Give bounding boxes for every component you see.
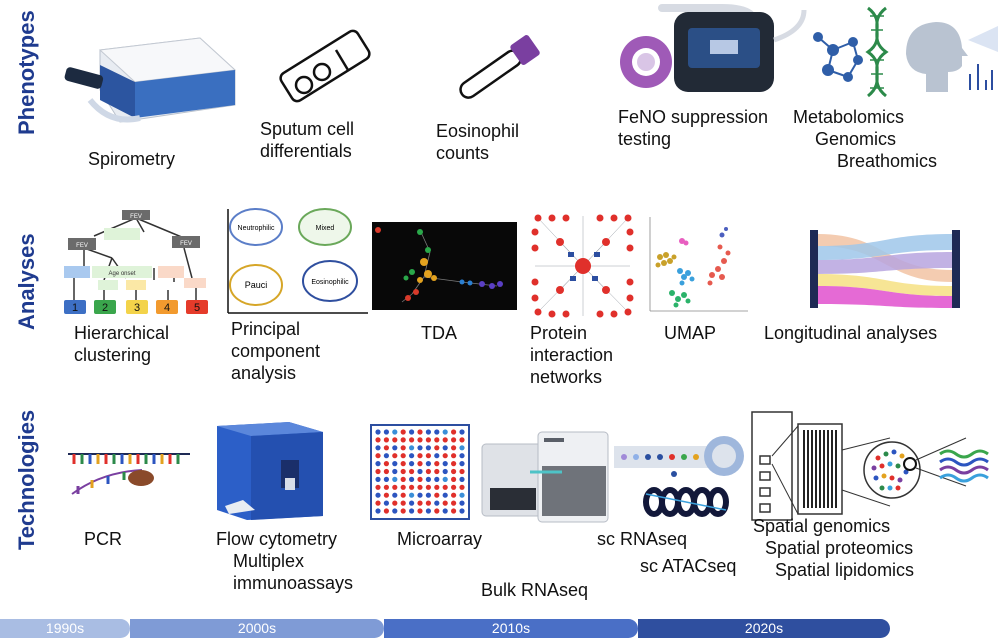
sc-rnaseq-label: sc RNAseq <box>597 529 688 549</box>
hier-leaf-4: 4 <box>164 302 170 314</box>
blood-tube-icon <box>459 35 540 99</box>
sc-atacseq-label: sc ATACseq <box>640 556 737 576</box>
pca-circle-mixed: Mixed <box>316 225 335 232</box>
timeline-2010s: 2010s <box>384 619 638 638</box>
timeline-2000s: 2000s <box>130 619 384 638</box>
timeline-1990s: 1990s <box>0 619 130 638</box>
spatial-omics-icon <box>751 411 989 521</box>
microarray-icon <box>370 424 470 520</box>
microarray-label: Microarray <box>397 529 483 549</box>
umap-label: UMAP <box>664 323 717 343</box>
pca-circle-eosinophilic: Eosinophilic <box>311 279 349 286</box>
hier-leaf-1: 1 <box>72 302 78 314</box>
pca-circle-neutrophilic: Neutrophilic <box>238 225 275 232</box>
spirometry-label: Spirometry <box>88 149 176 169</box>
pca-diagram: Neutrophilic Mixed Pauci Eosinophilic <box>227 208 368 314</box>
longitudinal-label: Longitudinal analyses <box>764 323 938 343</box>
row-label-technologies: Technologies <box>14 409 39 550</box>
sequencer-icon <box>481 431 609 523</box>
longitudinal-alluvial-plot <box>810 230 960 308</box>
flow-cytometer-icon <box>217 422 323 520</box>
timeline-2020s: 2020s <box>638 619 890 638</box>
breath-person-icon <box>906 22 998 92</box>
umap-plot <box>649 217 748 312</box>
single-cell-microfluidics-icon <box>614 436 744 517</box>
molecule-icon <box>813 32 863 82</box>
row-label-analyses: Analyses <box>14 233 39 330</box>
hierarchical-tree-diagram: FEV FEV FEV Age onset 1 2 3 4 5 <box>64 210 208 314</box>
tda-plot <box>372 222 517 310</box>
hier-node-left: FEV <box>76 243 88 249</box>
pcr-label: PCR <box>84 529 123 549</box>
hier-leaf-2: 2 <box>102 302 108 314</box>
omics-label: Metabolomics Genomics Breathomics <box>793 107 938 171</box>
hier-leaf-5: 5 <box>194 302 200 314</box>
dna-helix-icon <box>865 6 889 98</box>
hier-node-right: FEV <box>180 241 192 247</box>
pca-circle-pauci: Pauci <box>245 280 268 290</box>
pcr-strand-icon <box>68 453 190 495</box>
hier-node-top: FEV <box>130 214 142 220</box>
spatial-label: Spatial genomics Spatial proteomics Spat… <box>753 516 915 580</box>
feno-device-icon <box>620 3 807 92</box>
hier-node-mid: Age onset <box>108 271 135 277</box>
row-label-phenotypes: Phenotypes <box>14 10 39 135</box>
sputum-slide-icon <box>279 29 371 103</box>
spirometer-icon <box>64 37 237 123</box>
tda-label: TDA <box>421 323 457 343</box>
protein-network-diagram <box>531 214 634 318</box>
bulk-label: Bulk RNAseq <box>481 580 589 600</box>
flow-label: Flow cytometry Multiplex immunoassays <box>216 529 354 593</box>
hier-leaf-3: 3 <box>134 302 140 314</box>
